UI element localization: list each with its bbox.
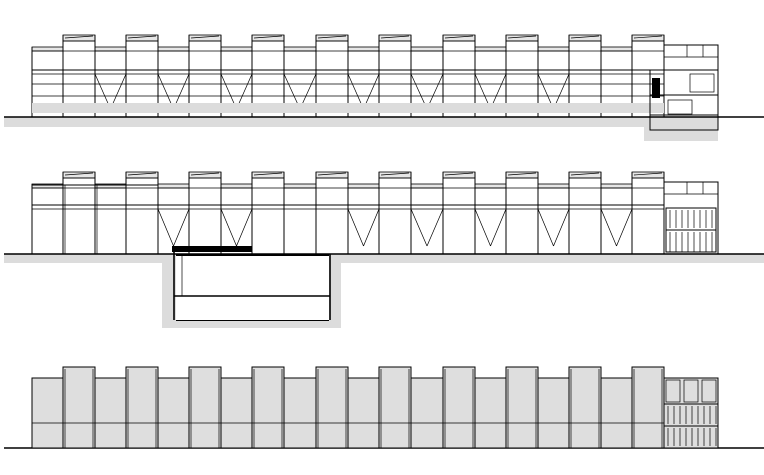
roof-glazing xyxy=(633,35,663,39)
cross-brace xyxy=(426,208,444,247)
tall-panel xyxy=(378,366,412,449)
roof-glazing xyxy=(64,172,94,176)
ground-fill-step xyxy=(644,117,718,141)
elevation xyxy=(4,366,764,449)
roof-glazing xyxy=(380,35,410,39)
short-bay-roof xyxy=(283,183,317,189)
annex-room xyxy=(667,99,693,115)
annex-elevation xyxy=(663,377,719,449)
tall-panel xyxy=(505,366,539,449)
ground-fill xyxy=(4,254,162,263)
ground-fill xyxy=(341,254,764,263)
cross-brace xyxy=(157,208,174,247)
cross-brace xyxy=(220,208,237,247)
short-bay-roof xyxy=(474,183,507,189)
cross-brace xyxy=(553,208,570,247)
section-a xyxy=(4,34,764,141)
roof-glazing xyxy=(190,172,220,176)
short-bay-roof xyxy=(283,46,317,52)
short-bay-roof xyxy=(220,46,253,52)
low-panel xyxy=(157,377,190,449)
short-bay-roof xyxy=(220,183,253,189)
roof-glazing xyxy=(633,172,663,176)
low-panel xyxy=(600,377,633,449)
short-bay-roof xyxy=(537,183,570,189)
section-b xyxy=(4,171,764,328)
cross-brace xyxy=(616,208,633,247)
tall-panel xyxy=(568,366,602,449)
roof-glazing xyxy=(507,172,537,176)
tall-panel xyxy=(315,366,349,449)
annex-window xyxy=(683,379,699,403)
tall-panel xyxy=(251,366,285,449)
floor-slab xyxy=(32,103,664,113)
tall-panel xyxy=(62,366,96,449)
low-panel xyxy=(220,377,253,449)
roof-glazing xyxy=(570,172,600,176)
tall-panel xyxy=(188,366,222,449)
roof-glazing xyxy=(253,172,283,176)
roof-glazing xyxy=(380,172,410,176)
short-bay-roof xyxy=(600,183,633,189)
short-bay-roof xyxy=(410,183,444,189)
low-panel xyxy=(537,377,570,449)
ground-fill xyxy=(4,117,644,127)
basement-void xyxy=(176,256,329,320)
short-bay-roof xyxy=(410,46,444,52)
short-bay-roof xyxy=(157,183,190,189)
left-volume xyxy=(31,184,159,255)
short-bay-roof xyxy=(347,46,380,52)
tall-panel xyxy=(125,366,159,449)
basement-beam xyxy=(172,246,252,252)
annex-section xyxy=(649,69,719,131)
roof-glazing xyxy=(190,35,220,39)
roof-glazing xyxy=(127,35,157,39)
roof-glazing xyxy=(253,35,283,39)
low-panel xyxy=(31,377,64,449)
annex-block xyxy=(663,181,719,255)
roof-glazing xyxy=(127,172,157,176)
annex-window xyxy=(665,379,681,403)
cross-brace xyxy=(410,208,428,247)
annex-block xyxy=(663,44,719,118)
short-bay-roof xyxy=(157,46,190,52)
annex-window xyxy=(689,73,715,93)
roof-glazing xyxy=(570,35,600,39)
short-bay-roof xyxy=(347,183,380,189)
roof-glazing xyxy=(317,172,347,176)
roof-glazing xyxy=(444,35,474,39)
annex-stair xyxy=(652,78,660,98)
roof-glazing xyxy=(507,35,537,39)
cross-brace xyxy=(490,208,507,247)
cross-brace xyxy=(173,208,190,247)
short-bay-roof xyxy=(600,46,633,52)
cross-brace xyxy=(363,208,380,247)
roof-glazing xyxy=(444,172,474,176)
low-panel xyxy=(94,377,127,449)
short-bay-roof xyxy=(94,46,127,52)
low-panel xyxy=(474,377,507,449)
roof-glazing xyxy=(317,35,347,39)
roof-glazing xyxy=(64,35,94,39)
low-panel xyxy=(347,377,380,449)
annex-window xyxy=(701,379,717,403)
short-bay-roof xyxy=(537,46,570,52)
short-bay-roof xyxy=(474,46,507,52)
cross-brace xyxy=(236,208,253,247)
tall-panel xyxy=(631,366,665,449)
cross-brace xyxy=(600,208,617,247)
short-bay-roof xyxy=(31,46,64,52)
cross-brace xyxy=(474,208,491,247)
cross-brace xyxy=(347,208,364,247)
tall-panel xyxy=(442,366,476,449)
low-panel xyxy=(410,377,444,449)
low-panel xyxy=(283,377,317,449)
cross-brace xyxy=(537,208,554,247)
